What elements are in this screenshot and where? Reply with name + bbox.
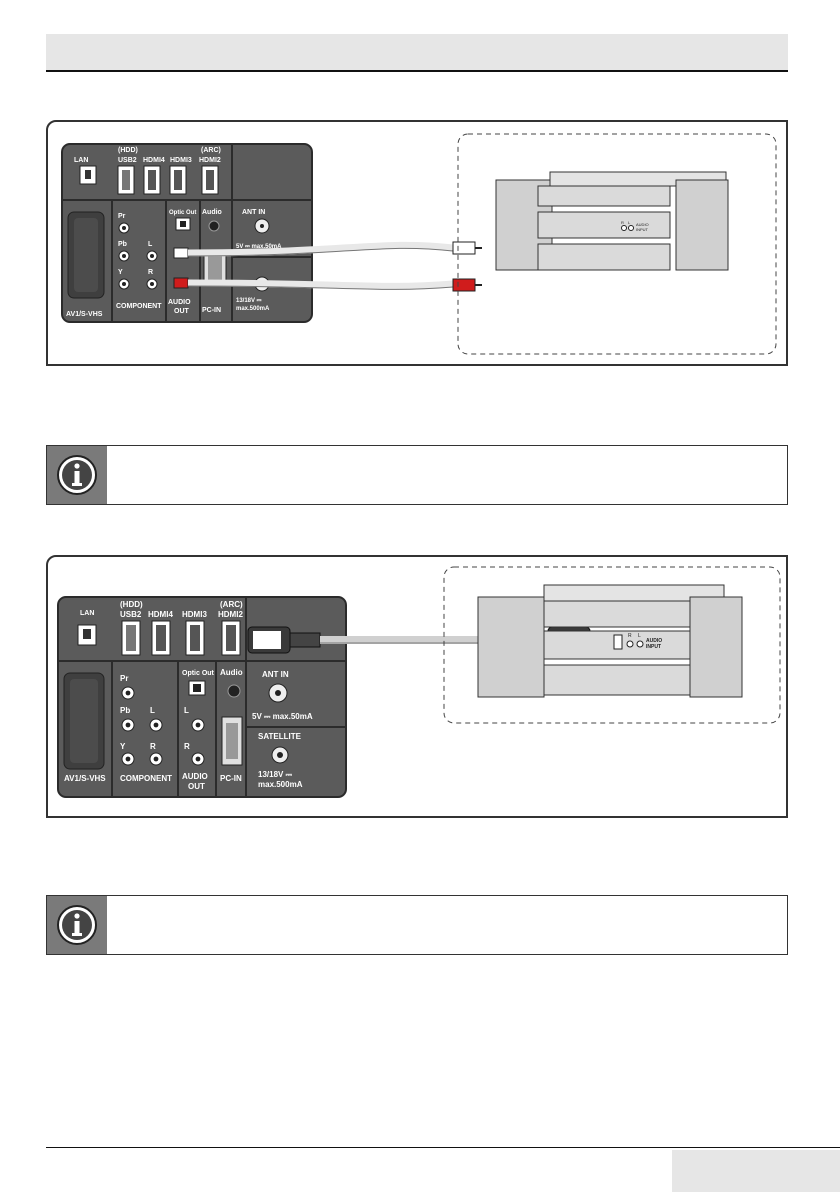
svg-text:(HDD): (HDD)	[118, 147, 138, 154]
svg-text:L: L	[150, 706, 155, 715]
svg-text:Pb: Pb	[118, 241, 127, 248]
svg-text:Optic Out: Optic Out	[182, 670, 215, 677]
svg-text:L: L	[148, 241, 153, 248]
svg-text:R: R	[628, 633, 632, 639]
svg-text:5V ⎓ max.50mA: 5V ⎓ max.50mA	[252, 712, 313, 721]
svg-text:13/18V ⎓: 13/18V ⎓	[258, 770, 293, 779]
page-header-bar	[46, 34, 788, 72]
svg-text:LAN: LAN	[74, 157, 88, 164]
svg-text:OUT: OUT	[174, 308, 190, 315]
svg-text:AV1/S-VHS: AV1/S-VHS	[64, 774, 106, 783]
svg-text:Pr: Pr	[118, 213, 126, 220]
figure-hdmi-arc-connection: LAN (HDD) USB2 HDMI4 HDMI3 (ARC) HDMI2 A…	[46, 555, 788, 818]
info-note-box	[46, 445, 788, 505]
svg-text:COMPONENT: COMPONENT	[116, 303, 162, 310]
svg-text:R: R	[184, 742, 190, 751]
svg-text:PC-IN: PC-IN	[220, 774, 242, 783]
svg-text:INPUT: INPUT	[646, 644, 661, 650]
svg-text:HDMI4: HDMI4	[148, 610, 173, 619]
figure-rca-connection: LAN (HDD) USB2 HDMI4 HDMI3 (ARC) HDMI2 A…	[46, 120, 788, 366]
svg-text:AUDIO: AUDIO	[646, 638, 662, 644]
svg-text:HDMI2: HDMI2	[199, 157, 221, 164]
svg-text:HDMI4: HDMI4	[143, 157, 165, 164]
svg-text:Optic Out: Optic Out	[169, 210, 196, 216]
svg-text:AUDIO: AUDIO	[636, 222, 649, 227]
svg-text:L: L	[184, 706, 189, 715]
svg-text:HDMI3: HDMI3	[170, 157, 192, 164]
svg-text:SATELLITE: SATELLITE	[258, 732, 302, 741]
info-icon	[47, 446, 107, 504]
svg-text:5V ⎓ max.50mA: 5V ⎓ max.50mA	[236, 244, 282, 250]
svg-text:R: R	[148, 269, 153, 276]
svg-text:(ARC): (ARC)	[220, 600, 243, 609]
svg-text:PC-IN: PC-IN	[202, 307, 221, 314]
svg-text:Pr: Pr	[120, 674, 128, 683]
svg-text:L: L	[638, 633, 641, 639]
svg-text:L: L	[628, 220, 631, 225]
svg-text:INPUT: INPUT	[636, 227, 649, 232]
footer-divider	[46, 1147, 840, 1148]
svg-text:Pb: Pb	[120, 706, 130, 715]
svg-text:Y: Y	[118, 269, 123, 276]
svg-text:ANT IN: ANT IN	[262, 670, 289, 679]
svg-text:(ARC): (ARC)	[201, 147, 221, 154]
svg-text:AUDIO: AUDIO	[182, 772, 208, 781]
svg-text:AUDIO: AUDIO	[168, 299, 191, 306]
footer-page-tab	[672, 1150, 840, 1192]
svg-text:OUT: OUT	[188, 782, 205, 791]
svg-text:R: R	[621, 220, 624, 225]
svg-text:max.500mA: max.500mA	[258, 780, 303, 789]
svg-text:AV1/S-VHS: AV1/S-VHS	[66, 311, 103, 318]
rca-connection-illustration: LAN (HDD) USB2 HDMI4 HDMI3 (ARC) HDMI2 A…	[61, 133, 777, 355]
svg-text:max.500mA: max.500mA	[236, 306, 270, 312]
svg-text:Audio: Audio	[202, 209, 222, 216]
svg-text:(HDD): (HDD)	[120, 600, 143, 609]
info-note-box	[46, 895, 788, 955]
hdmi-connection-illustration: LAN (HDD) USB2 HDMI4 HDMI3 (ARC) HDMI2 A…	[57, 566, 781, 798]
svg-text:COMPONENT: COMPONENT	[120, 774, 172, 783]
svg-text:HDMI3: HDMI3	[182, 610, 207, 619]
svg-text:13/18V ⎓: 13/18V ⎓	[236, 298, 262, 304]
svg-text:LAN: LAN	[80, 610, 94, 617]
svg-text:HDMI2: HDMI2	[218, 610, 243, 619]
svg-text:Y: Y	[120, 742, 126, 751]
svg-text:Audio: Audio	[220, 668, 243, 677]
svg-text:USB2: USB2	[118, 157, 137, 164]
svg-text:R: R	[150, 742, 156, 751]
info-icon	[47, 896, 107, 954]
svg-text:USB2: USB2	[120, 610, 142, 619]
svg-text:ANT IN: ANT IN	[242, 209, 265, 216]
